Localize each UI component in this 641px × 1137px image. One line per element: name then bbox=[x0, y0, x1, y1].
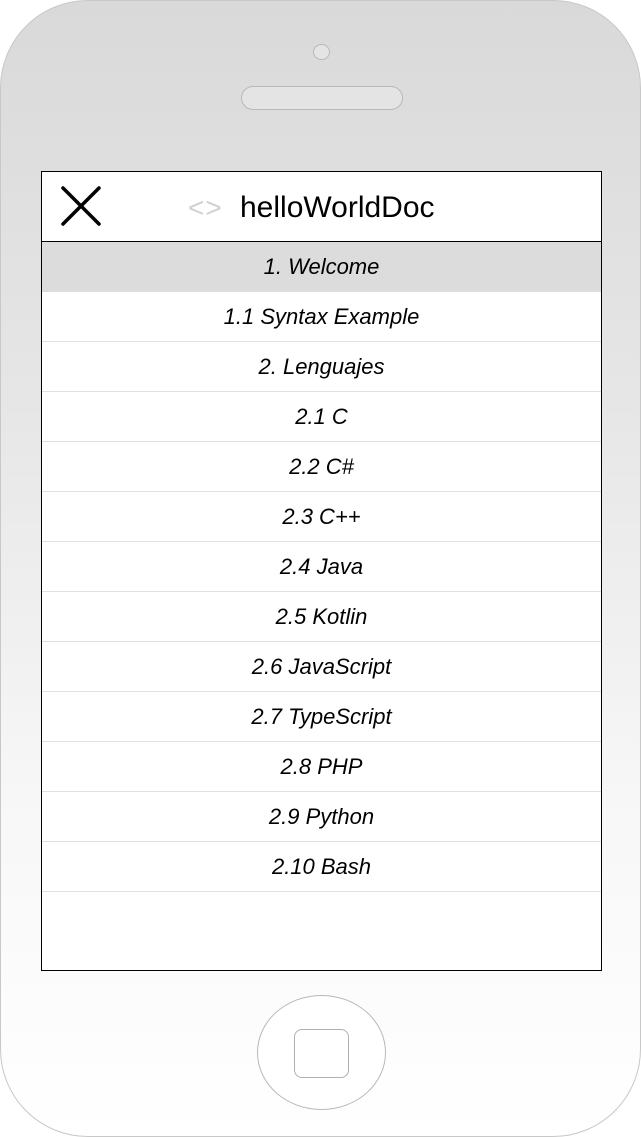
menu-item[interactable]: 2.5 Kotlin bbox=[42, 592, 601, 642]
menu-item[interactable]: 2.9 Python bbox=[42, 792, 601, 842]
menu-item[interactable]: 2.4 Java bbox=[42, 542, 601, 592]
menu-item[interactable]: 2.2 C# bbox=[42, 442, 601, 492]
app-header: <> helloWorldDoc bbox=[42, 172, 601, 242]
menu-item[interactable]: 1. Welcome bbox=[42, 242, 601, 292]
menu-item[interactable]: 2. Lenguajes bbox=[42, 342, 601, 392]
menu-item[interactable]: 2.6 JavaScript bbox=[42, 642, 601, 692]
menu-item[interactable]: 2.10 Bash bbox=[42, 842, 601, 892]
close-button[interactable] bbox=[61, 186, 101, 226]
speaker-grille bbox=[241, 86, 403, 110]
camera-icon bbox=[313, 44, 330, 60]
menu-item[interactable]: 2.8 PHP bbox=[42, 742, 601, 792]
menu-item[interactable]: 2.7 TypeScript bbox=[42, 692, 601, 742]
home-button[interactable] bbox=[257, 995, 386, 1110]
menu-item[interactable]: 2.3 C++ bbox=[42, 492, 601, 542]
code-logo-icon: <> bbox=[188, 192, 223, 223]
menu-item[interactable]: 1.1 Syntax Example bbox=[42, 292, 601, 342]
menu-item[interactable]: 2.1 C bbox=[42, 392, 601, 442]
app-title: helloWorldDoc bbox=[240, 191, 435, 224]
close-icon bbox=[61, 186, 101, 226]
home-square-icon bbox=[294, 1029, 349, 1078]
